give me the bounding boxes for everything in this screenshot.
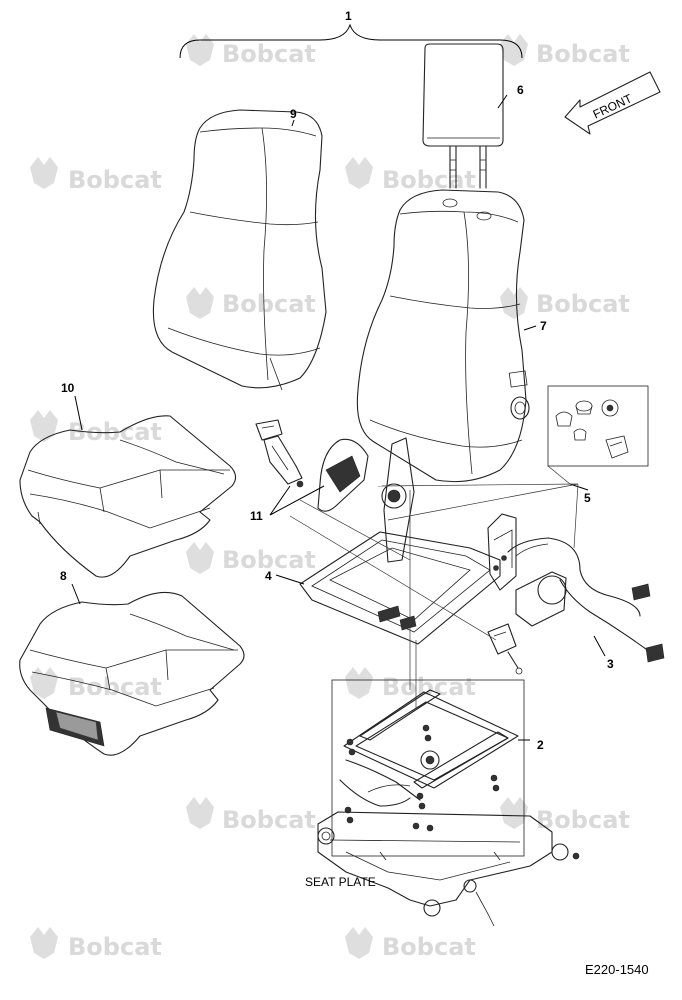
knob-kit (547, 385, 649, 467)
watermark-13: Bobcat (30, 927, 162, 961)
seat-cushion (19, 591, 245, 756)
knob (573, 428, 587, 441)
callout-9: 9 (290, 107, 297, 121)
watermark-text: Bobcat (222, 806, 316, 834)
watermark-1: Bobcat (186, 34, 316, 68)
callout-8: 8 (60, 569, 67, 583)
watermark-text: Bobcat (536, 290, 630, 318)
watermark-text: Bobcat (382, 166, 476, 194)
knob (601, 399, 619, 417)
fastener-set (344, 724, 500, 832)
seat-back-cover (152, 109, 327, 391)
watermark-layer: Bobcat Bobcat Bobcat Bobcat Bobcat Bobca… (30, 34, 630, 961)
watermark-text: Bobcat (536, 806, 630, 834)
watermark-4: Bobcat (345, 157, 476, 194)
watermark-3: Bobcat (30, 157, 162, 194)
front-direction-arrow: FRONT (564, 71, 661, 135)
knob (555, 411, 573, 427)
watermark-5: Bobcat (186, 287, 316, 319)
front-arrow-label: FRONT (591, 91, 635, 121)
document-id: E220-1540 (585, 962, 649, 977)
seat-belt-buckle (255, 419, 304, 488)
callout-10: 10 (61, 381, 75, 395)
wire-harness (487, 537, 665, 675)
watermark-12: Bobcat (500, 797, 630, 834)
watermark-text: Bobcat (222, 546, 316, 574)
watermark-text: Bobcat (382, 933, 476, 961)
watermark-text: Bobcat (68, 166, 162, 194)
watermark-8: Bobcat (186, 542, 316, 574)
lever-cap (605, 435, 629, 459)
seat-plate (317, 811, 580, 927)
watermark-text: Bobcat (68, 933, 162, 961)
leader-lines (71, 94, 606, 741)
seat-suspension-box (331, 679, 525, 857)
callout-7: 7 (540, 319, 547, 333)
watermark-text: Bobcat (68, 673, 162, 701)
seat-back (356, 189, 530, 483)
seat-cushion-cover (19, 415, 237, 578)
watermark-11: Bobcat (186, 797, 316, 834)
headrest (422, 43, 504, 189)
watermark-7: Bobcat (30, 410, 162, 446)
watermark-6: Bobcat (500, 287, 630, 319)
callout-3: 3 (607, 657, 614, 671)
callout-11: 11 (250, 509, 263, 523)
watermark-9: Bobcat (30, 667, 162, 701)
assembly-brace (179, 23, 523, 59)
watermark-text: Bobcat (222, 40, 316, 68)
seat-plate-caption: SEAT PLATE (305, 875, 376, 889)
watermark-text: Bobcat (536, 40, 630, 68)
callout-1: 1 (345, 9, 352, 23)
callout-5: 5 (584, 491, 591, 505)
watermark-10: Bobcat (345, 667, 476, 701)
seat-frame (299, 437, 517, 645)
callout-2: 2 (537, 738, 544, 752)
callout-6: 6 (517, 83, 524, 97)
knob (575, 400, 593, 415)
watermark-2: Bobcat (500, 34, 630, 68)
watermark-text: Bobcat (382, 673, 476, 701)
watermark-14: Bobcat (345, 927, 476, 961)
callout-4: 4 (265, 569, 272, 583)
watermark-text: Bobcat (222, 290, 316, 318)
